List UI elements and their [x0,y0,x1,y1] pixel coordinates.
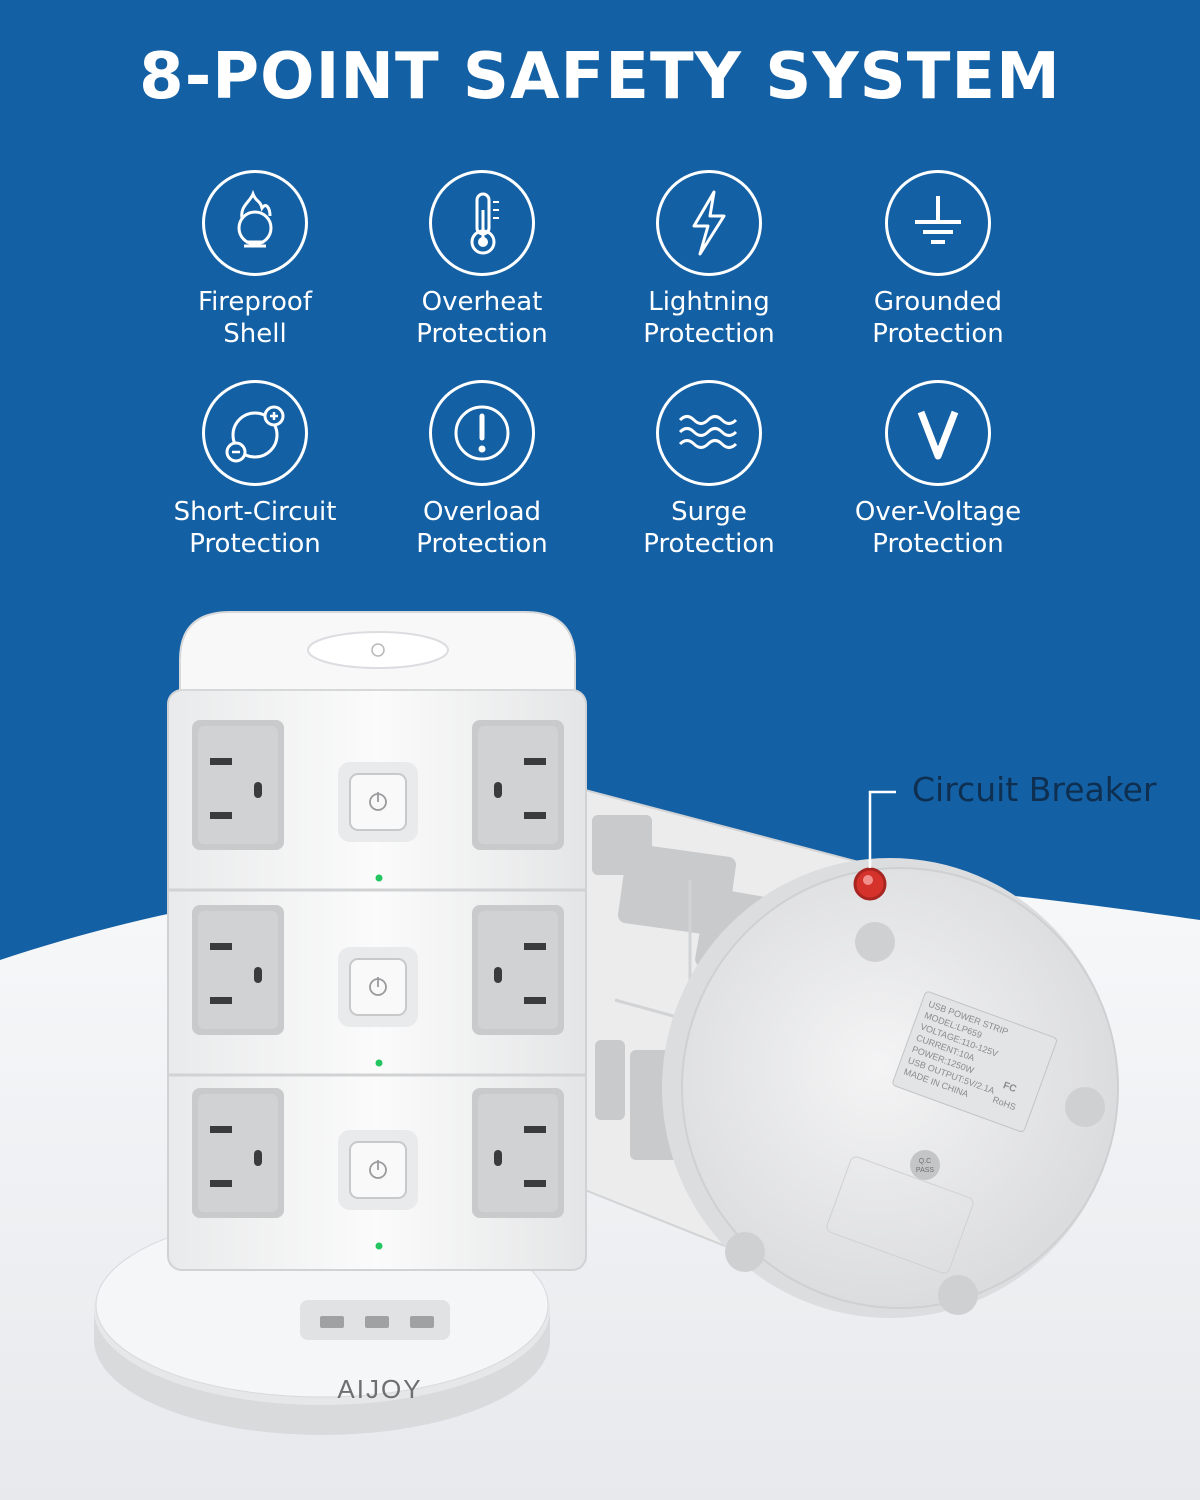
usb-port [365,1316,389,1328]
master-power-button [307,631,449,669]
tier-power-button [338,762,418,842]
headline: 8-POINT SAFETY SYSTEM [139,40,1061,114]
exclamation-icon [429,380,535,486]
rubber-foot [855,922,895,962]
tier-power-button [338,947,418,1027]
ac-outlet [472,720,564,850]
rubber-foot [725,1232,765,1272]
ac-outlet [472,1088,564,1218]
rubber-foot [1065,1087,1105,1127]
lightning-bolt-icon [656,170,762,276]
status-led [375,874,383,882]
tier-power-button [338,1130,418,1210]
vertical-power-tower: AIJOY [94,611,587,1435]
voltage-v-icon [885,380,991,486]
svg-text:PASS: PASS [916,1167,934,1174]
ac-outlet [192,1088,284,1218]
svg-text:Q.C: Q.C [919,1158,931,1165]
ac-outlet [192,720,284,850]
ground-symbol-icon [885,170,991,276]
usb-port [410,1316,434,1328]
status-led [375,1242,383,1250]
usb-port [320,1316,344,1328]
ac-outlet [472,905,564,1035]
thermometer-icon [429,170,535,276]
flame-shield-icon [202,170,308,276]
circuit-breaker-callout: Circuit Breaker [912,770,1157,809]
wave-lines-icon [656,380,762,486]
status-led [375,1059,383,1067]
tower-base-disc: USB POWER STRIPMODEL:LP659VOLTAGE:110-12… [662,858,1119,1318]
socket [595,1040,625,1120]
product-spec-label: USB POWER STRIPMODEL:LP659VOLTAGE:110-12… [892,991,1057,1133]
brand-logo: AIJOY [337,1374,422,1404]
fcc-mark: FC [1001,1080,1017,1095]
callout-line [868,790,896,868]
rubber-foot [938,1275,978,1315]
ac-outlet [192,905,284,1035]
qc-pass-sticker [910,1150,940,1180]
plus-minus-circuit-icon [202,380,308,486]
